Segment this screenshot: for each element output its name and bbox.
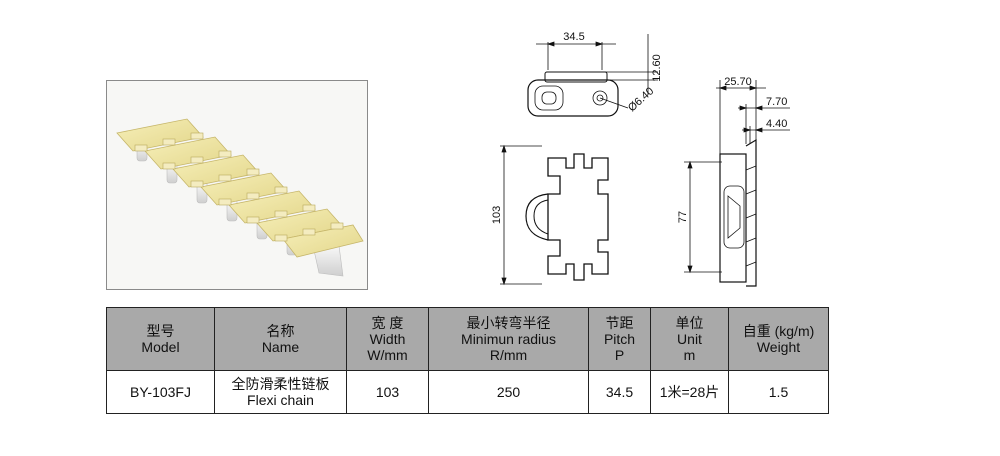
- side-plate-dimension: 4.40: [766, 118, 787, 130]
- flexi-chain-illustration: [116, 118, 364, 277]
- header-min-radius: 最小转弯半径 Minimun radius R/mm: [428, 307, 589, 371]
- table-row: BY-103FJ 全防滑柔性链板 Flexi chain 103 250 34.…: [106, 370, 829, 414]
- hole-diameter-dimension: Ø6.40: [626, 85, 656, 114]
- cell-weight: 1.5: [728, 370, 829, 414]
- top-width-dimension: 34.5: [563, 31, 584, 43]
- side-view-drawing: 25.70 7.70 4.40 77: [677, 74, 810, 294]
- product-photo: [106, 80, 368, 290]
- header-pitch: 节距 Pitch P: [588, 307, 651, 371]
- header-name: 名称 Name: [214, 307, 347, 371]
- table-header-row: 型号 Model 名称 Name 宽 度 Width W/mm 最小转弯半径 M…: [106, 307, 829, 371]
- header-model: 型号 Model: [106, 307, 215, 371]
- spec-table: 型号 Model 名称 Name 宽 度 Width W/mm 最小转弯半径 M…: [106, 307, 829, 414]
- top-height-dimension: 12.60: [651, 54, 663, 82]
- cell-unit: 1米=28片: [650, 370, 729, 414]
- header-unit: 单位 Unit m: [650, 307, 729, 371]
- side-width-dimension: 25.70: [724, 76, 752, 88]
- header-width: 宽 度 Width W/mm: [346, 307, 429, 371]
- cell-radius: 250: [428, 370, 589, 414]
- top-view-drawing: 34.5 12.60 Ø6.40: [500, 20, 700, 140]
- header-weight: 自重 (kg/m) Weight: [728, 307, 829, 371]
- cell-name: 全防滑柔性链板 Flexi chain: [214, 370, 347, 414]
- cell-pitch: 34.5: [588, 370, 651, 414]
- front-height-dimension: 103: [491, 206, 503, 224]
- cell-model: BY-103FJ: [106, 370, 215, 414]
- side-height-dimension: 77: [677, 211, 689, 223]
- side-offset-dimension: 7.70: [766, 96, 787, 108]
- front-view-drawing: 103: [480, 140, 650, 290]
- cell-width: 103: [346, 370, 429, 414]
